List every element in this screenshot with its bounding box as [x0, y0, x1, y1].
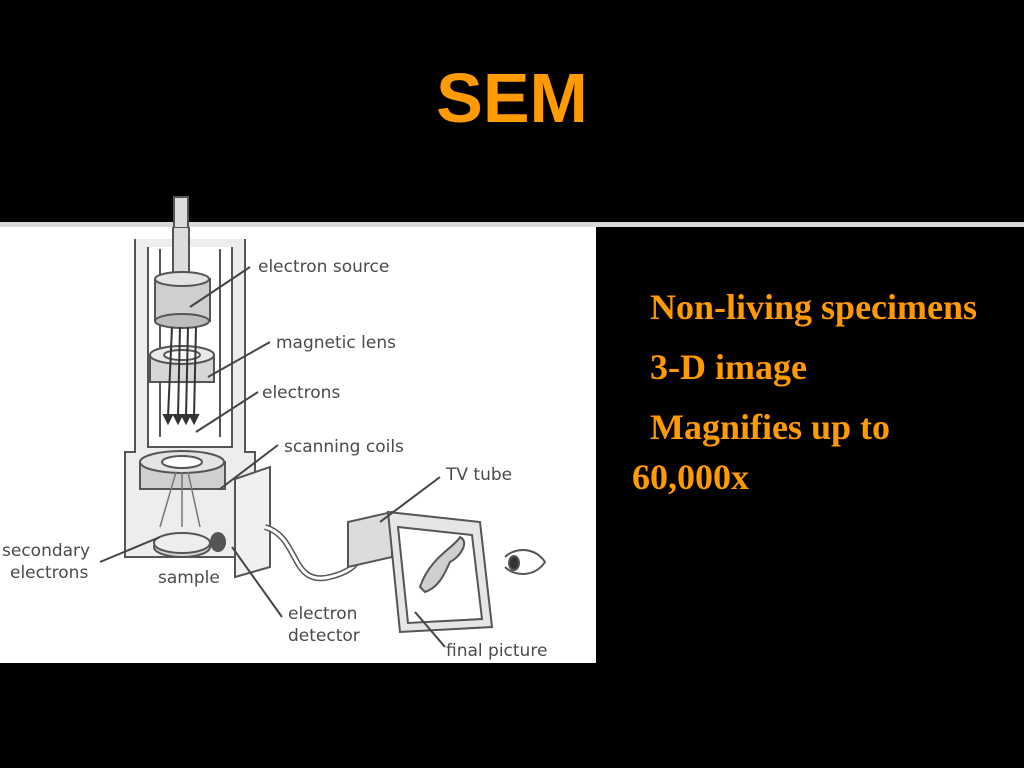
- label-electron-source: electron source: [258, 257, 389, 277]
- label-detector-line1: electron: [288, 604, 357, 624]
- sample-shape: [153, 532, 211, 558]
- rod-top: [173, 196, 189, 227]
- label-electrons: electrons: [262, 383, 340, 403]
- bullet-item: 3-D image: [650, 347, 807, 387]
- label-secondary-line2: electrons: [10, 563, 88, 583]
- side-housing: [234, 465, 271, 579]
- sem-diagram-svg: electron source magnetic lens electrons …: [2, 227, 547, 661]
- electron-beams: [162, 326, 200, 426]
- label-secondary-line1: secondary: [2, 541, 90, 561]
- label-detector-line2: detector: [288, 626, 360, 646]
- magnetic-lens-shape: [149, 345, 215, 383]
- bullet-item: Non-living specimens: [650, 287, 978, 327]
- divider-line: [0, 222, 1024, 227]
- slide-title: SEM: [436, 59, 588, 137]
- label-final-picture: final picture: [446, 641, 547, 661]
- label-scanning-coils: scanning coils: [284, 437, 404, 457]
- label-tv-tube: TV tube: [445, 465, 512, 485]
- sem-diagram: electron source magnetic lens electrons …: [0, 227, 596, 663]
- leader-lines: [99, 266, 446, 648]
- tv-tube-shape: [347, 510, 494, 634]
- label-sample: sample: [158, 568, 220, 588]
- scanning-coils-shape: [139, 450, 226, 528]
- detector-shape: [210, 532, 226, 552]
- bullet-item: Magnifies up to 60,000x: [632, 407, 891, 497]
- eye-shape: [504, 549, 547, 575]
- bullet-list: Non-living specimens 3-D image Magnifies…: [632, 282, 1012, 512]
- label-magnetic-lens: magnetic lens: [276, 333, 396, 353]
